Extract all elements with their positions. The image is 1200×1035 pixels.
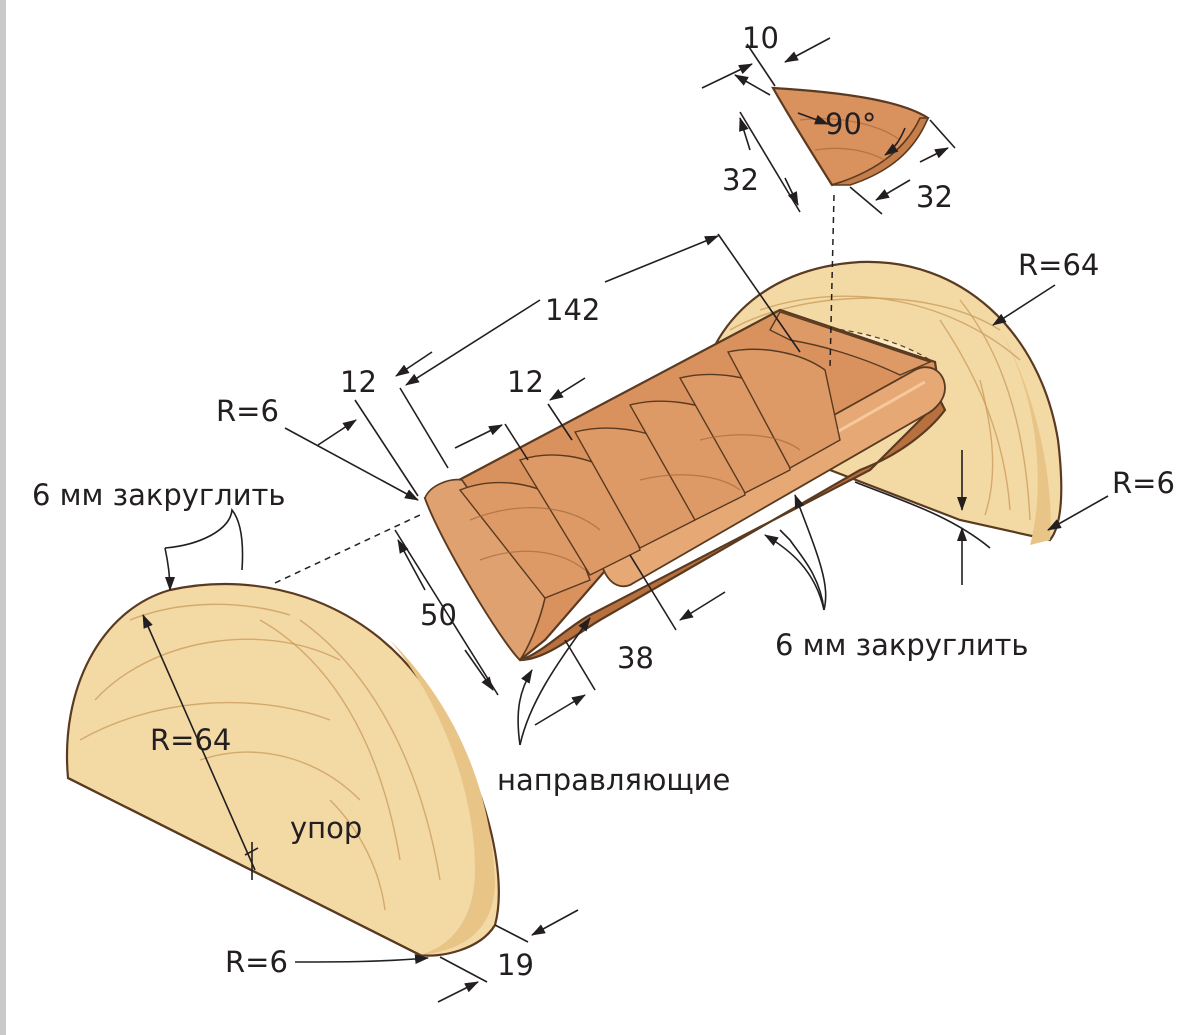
saw-tooth-steps bbox=[458, 311, 932, 599]
radius-6-bottom-label: R=6 bbox=[225, 945, 288, 979]
dim-10-label: 10 bbox=[742, 21, 779, 55]
center-block bbox=[423, 308, 947, 662]
guides-label: направляющие bbox=[497, 763, 730, 797]
dim-32-left-label: 32 bbox=[722, 163, 759, 197]
wedge-edge bbox=[831, 117, 930, 186]
dim-38-label: 38 bbox=[617, 641, 654, 675]
center-block-front-edge bbox=[424, 478, 546, 662]
round-6mm-right-label: 6 мм закруглить bbox=[775, 628, 1029, 662]
dim-19-label: 19 bbox=[497, 948, 534, 982]
dim-12-left-label: 12 bbox=[340, 365, 377, 399]
radius-64-top-label: R=64 bbox=[1018, 248, 1099, 282]
dimension-lines bbox=[142, 37, 1109, 1003]
angle-90-label: 90° bbox=[825, 107, 876, 141]
radius-6-left-label: R=6 bbox=[216, 394, 279, 428]
left-half-round-stop bbox=[65, 582, 500, 957]
dim-12-mid-label: 12 bbox=[507, 365, 544, 399]
center-block-side bbox=[519, 398, 947, 662]
dim-50-label: 50 bbox=[420, 598, 457, 632]
page-edge-strip bbox=[0, 0, 6, 1035]
stop-label: упор bbox=[290, 811, 362, 845]
wedge-piece bbox=[771, 86, 930, 187]
assembly-line-wedge bbox=[829, 194, 835, 369]
round-6mm-left-label: 6 мм закруглить bbox=[32, 478, 286, 512]
dim-142-label: 142 bbox=[545, 293, 600, 327]
dim-32-right-label: 32 bbox=[916, 180, 953, 214]
diagram-labels: 10 90° 32 32 R=64 142 12 12 R=6 6 мм зак… bbox=[32, 21, 1175, 982]
left-stop-rim bbox=[390, 640, 495, 955]
left-stop-face bbox=[65, 582, 500, 957]
assembly-line-left bbox=[274, 514, 421, 584]
radius-64-bottom-label: R=64 bbox=[150, 723, 231, 757]
radius-6-right-label: R=6 bbox=[1112, 466, 1175, 500]
right-stop-rim bbox=[1000, 330, 1051, 545]
